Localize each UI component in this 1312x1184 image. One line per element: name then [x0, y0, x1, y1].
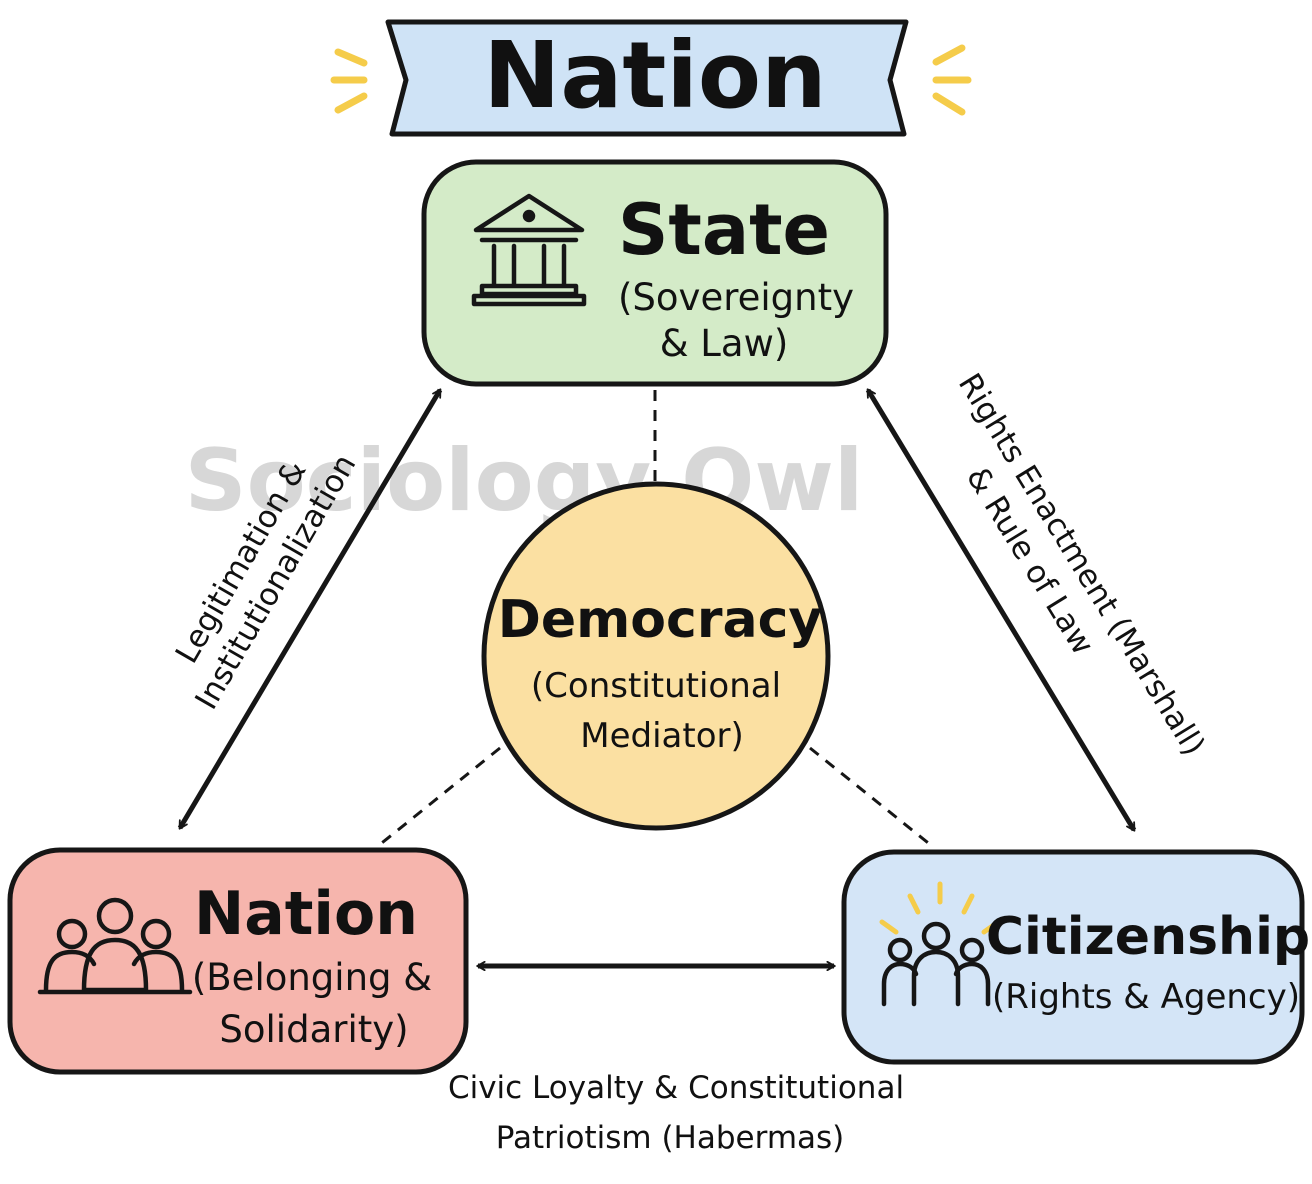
edge-bottom-line1: Civic Loyalty & Constitutional [448, 1070, 904, 1106]
state-subtitle-line2: & Law) [660, 322, 789, 365]
government-building-icon [471, 193, 587, 307]
citizens-spotlight-icon [879, 881, 1001, 1007]
democracy-subtitle-line2: Mediator) [580, 716, 744, 756]
citizenship-subtitle: (Rights & Agency) [992, 977, 1300, 1017]
page-title: Nation [483, 22, 826, 129]
nation-subtitle-line2: Solidarity) [219, 1008, 408, 1051]
edge-bottom-line2: Patriotism (Habermas) [496, 1120, 845, 1156]
people-group-icon [37, 897, 193, 995]
sparkle-right-icon [932, 44, 972, 116]
node-nation: Nation (Belonging & Solidarity) [7, 847, 469, 1075]
dashed-line-nation [377, 746, 501, 848]
node-democracy: Democracy (Constitutional Mediator) [481, 481, 831, 831]
edge-label-right: Rights Enactment (Marshall) & Rule of La… [951, 367, 1212, 762]
democracy-title: Democracy [498, 590, 823, 650]
edge-label-bottom: Civic Loyalty & Constitutional Patriotis… [448, 1070, 904, 1156]
sparkle-left-icon [330, 48, 368, 114]
node-state: State (Sovereignty & Law) [421, 159, 889, 387]
citizenship-title: Citizenship [986, 907, 1310, 967]
title-banner: Nation [385, 19, 909, 137]
nation-title: Nation [194, 879, 418, 949]
edge-right-line1: Rights Enactment (Marshall) [951, 367, 1212, 762]
node-citizenship: Citizenship (Rights & Agency) [841, 849, 1310, 1065]
dashed-line-citizenship [809, 746, 933, 848]
arrow-state-nation [177, 390, 443, 828]
nation-subtitle-line1: (Belonging & [192, 956, 432, 999]
arrow-state-citizenship [865, 390, 1137, 830]
state-subtitle-line1: (Sovereignty [618, 276, 854, 319]
democracy-subtitle-line1: (Constitutional [531, 666, 781, 706]
state-title: State [618, 189, 830, 271]
